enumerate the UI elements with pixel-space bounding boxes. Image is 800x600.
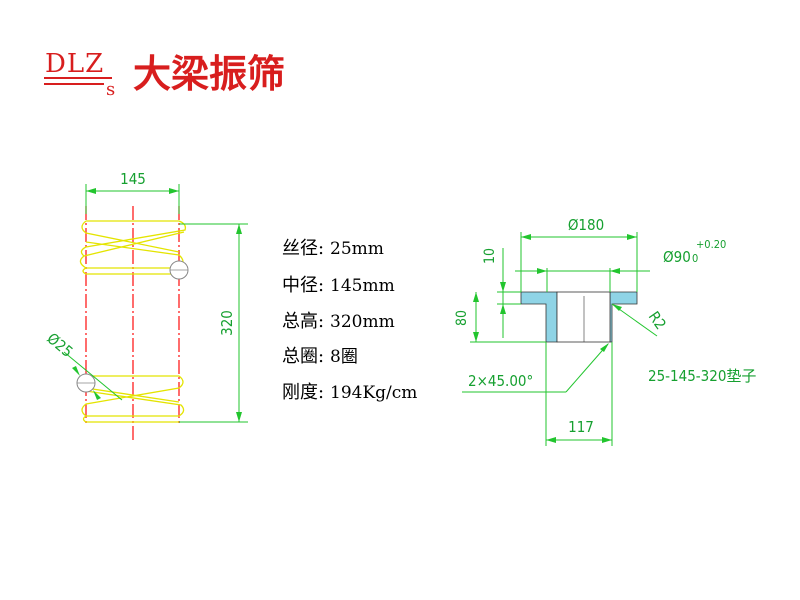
dimension-height-label: 320	[218, 310, 236, 336]
svg-text::: :	[318, 311, 324, 332]
dimension-pad-flange-label: 10	[482, 248, 498, 264]
dimension-width-label: 145	[120, 170, 146, 188]
dimension-pad-bore-tol-upper: +0.20	[696, 238, 726, 251]
spec-stiffness: 刚度 : 194Kg/cm	[282, 382, 417, 403]
spec-label: 总高	[282, 311, 318, 332]
dimension-pad-outer-label: Ø180	[568, 216, 604, 234]
svg-text::: :	[318, 346, 324, 367]
dimension-pad-height-label: 80	[454, 310, 470, 326]
svg-text::: :	[318, 382, 324, 403]
spec-wire-diameter: 丝径 : 25mm	[282, 238, 384, 259]
pad-bore	[556, 291, 611, 343]
spring-spec-list: 丝径 : 25mm 中径 : 145mm 总高 : 320mm 总圈 : 8圈 …	[282, 238, 417, 403]
spring-drawing: 145 320 Ø25	[43, 170, 248, 440]
spec-value: 25mm	[330, 239, 384, 259]
logo-latin-text: DLZ	[45, 49, 104, 79]
spec-value: 320mm	[330, 312, 395, 332]
pad-section-left	[520, 291, 558, 343]
dimension-pad-base-label: 117	[568, 418, 594, 436]
spec-label: 中径	[282, 275, 318, 296]
dimension-line-wire	[63, 351, 123, 401]
spec-label: 刚度	[282, 382, 318, 403]
spec-label: 总圈	[282, 346, 318, 367]
dimension-pad-bore-tol-lower: 0	[692, 252, 698, 265]
spec-mean-diameter: 中径 : 145mm	[282, 275, 395, 296]
spec-label: 丝径	[282, 238, 318, 259]
dimension-pad-chamfer-label: 2×45.00°	[468, 372, 533, 390]
logo-sub-text: s	[106, 79, 115, 100]
dimension-pad-bore-label: Ø90	[663, 248, 691, 266]
svg-text::: :	[318, 275, 324, 296]
brand-logo: DLZ s 大梁振筛	[44, 49, 285, 100]
pad-part-name: 25-145-320垫子	[648, 367, 756, 385]
spec-value: 145mm	[330, 276, 395, 296]
logo-chinese-text: 大梁振筛	[133, 52, 285, 96]
spec-value: 8圈	[330, 347, 358, 367]
pad-section-right	[609, 291, 638, 343]
spec-value: 194Kg/cm	[330, 383, 417, 403]
spec-total-height: 总高 : 320mm	[282, 311, 395, 332]
dimension-pad-radius-label: R2	[645, 308, 670, 333]
svg-text::: :	[318, 238, 324, 259]
spec-total-coils: 总圈 : 8圈	[282, 346, 358, 367]
pad-drawing: Ø180 Ø90 +0.20 0 10 80 R2 2×45.00°	[454, 216, 756, 446]
dimension-wire-label: Ø25	[43, 329, 76, 361]
